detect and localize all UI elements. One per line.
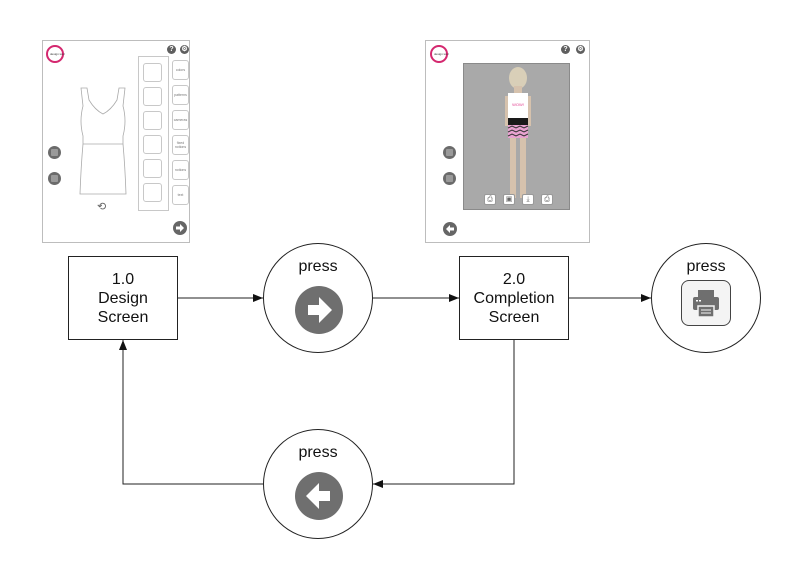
completion-screen-thumbnail: design tool ? ⚙ WOW! ⎙ ▣ ⤓ ⎙ [425,40,590,243]
press-label: press [298,258,338,275]
design-slot-column [138,56,169,211]
node-press-next: press [263,243,373,353]
press-label: press [298,444,338,461]
node-completion-screen: 2.0 Completion Screen [459,256,569,340]
node-number: 2.0 [502,270,526,288]
dress-form-icon[interactable] [48,146,61,159]
swatch-icon[interactable] [443,172,456,185]
preview-stage: WOW! ⎙ ▣ ⤓ ⎙ [463,63,570,210]
brand-logo: design tool [430,45,449,63]
node-title: Design [98,289,148,307]
download-icon[interactable]: ⤓ [522,194,534,205]
rotate-icon[interactable]: ⟲ [97,201,107,213]
category-patterns[interactable]: patterns [172,85,189,105]
category-fixed-notions[interactable]: fixed notions [172,135,189,155]
settings-icon[interactable]: ⚙ [180,45,189,54]
help-icon[interactable]: ? [561,45,570,54]
press-label: press [686,258,726,275]
dress-form-icon[interactable] [443,146,456,159]
shirt-text: WOW! [512,102,524,107]
node-press-back: press [263,429,373,539]
save-icon[interactable]: ▣ [503,194,515,205]
back-button[interactable] [443,222,457,236]
design-slot[interactable] [143,183,162,202]
node-design-screen: 1.0 Design Screen [68,256,178,340]
design-slot[interactable] [143,159,162,178]
category-notions[interactable]: notions [172,160,189,180]
help-icon[interactable]: ? [167,45,176,54]
back-arrow-icon [446,225,454,233]
settings-icon[interactable]: ⚙ [576,45,585,54]
category-colors[interactable]: colors [172,60,189,80]
node-title: Screen [97,308,149,326]
model-figure: WOW! [505,67,531,198]
node-press-print: press [651,243,761,353]
dress-outline [79,87,127,195]
next-arrow-icon [295,286,343,334]
back-arrow-icon [295,472,343,520]
brand-logo: design tool [46,45,65,63]
print-icon [681,280,731,326]
next-arrow-icon [176,224,184,232]
design-slot[interactable] [143,135,162,154]
next-button[interactable] [173,221,187,235]
logo-text: design tool [50,52,65,56]
design-slot[interactable] [143,111,162,130]
design-slot[interactable] [143,87,162,106]
category-text[interactable]: text [172,185,189,205]
edge-back-to-design [119,340,263,485]
category-cameras[interactable]: cameras [172,110,189,130]
node-number: 1.0 [111,270,135,288]
node-title: Screen [488,308,540,326]
swatch-icon[interactable] [48,172,61,185]
edge-completion-to-back [373,340,515,488]
logo-text: design tool [434,52,449,56]
print-icon[interactable]: ⎙ [541,194,553,205]
design-slot[interactable] [143,63,162,82]
node-title: Completion [473,289,555,307]
design-screen-thumbnail: design tool ? ⚙ ⟲ colors patterns camera… [42,40,190,243]
share-icon[interactable]: ⎙ [484,194,496,205]
